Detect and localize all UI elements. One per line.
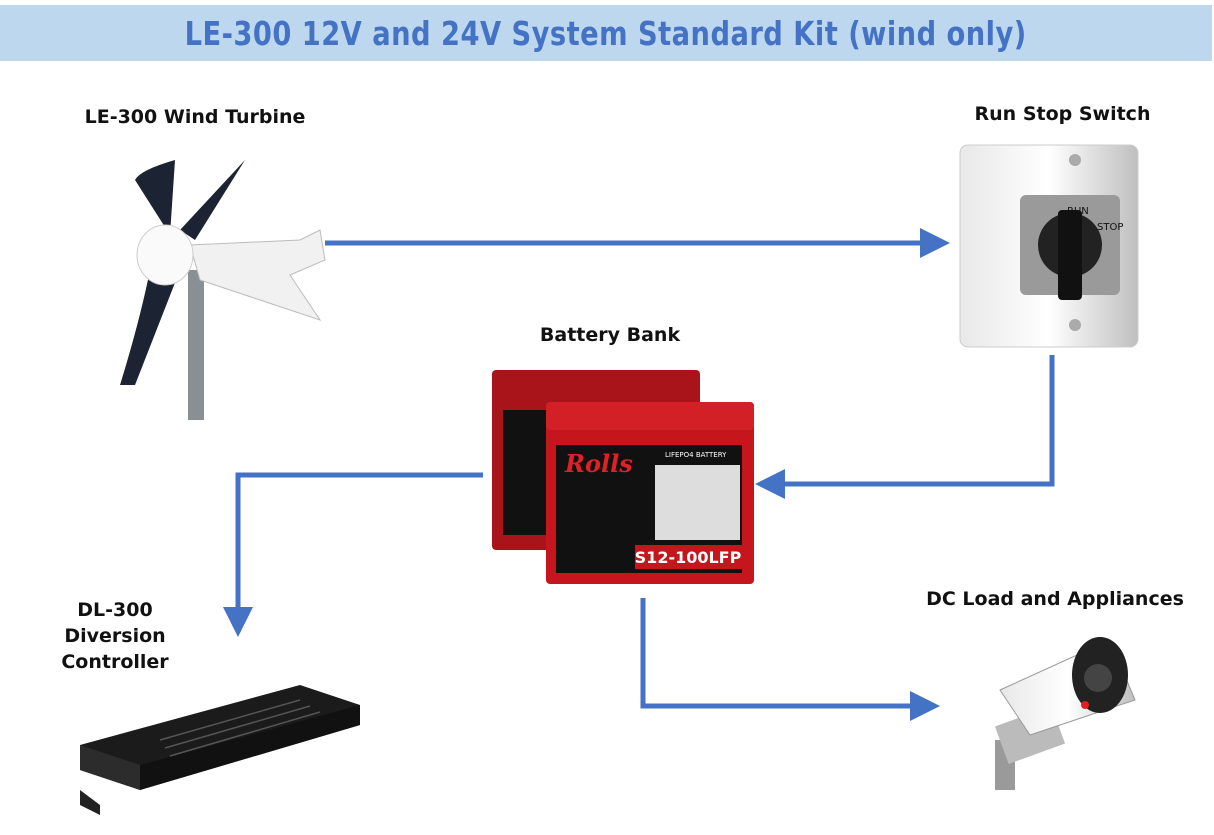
battery-label: Battery Bank [539, 324, 681, 346]
switch-run-text: RUN [1067, 206, 1089, 217]
security-camera-image [994, 637, 1136, 790]
switch-stop-text: STOP [1097, 222, 1123, 233]
controller-label-line1: DL-300 [77, 599, 153, 621]
run-stop-switch-image: RUN STOP [959, 144, 1139, 348]
diversion-controller-image [80, 685, 360, 815]
controller-label-line3: Controller [61, 651, 169, 673]
load-label: DC Load and Appliances [926, 588, 1184, 610]
arrow-switch-to-battery [755, 355, 1055, 499]
controller-label: DL-300 Diversion Controller [50, 597, 180, 675]
switch-label: Run Stop Switch [974, 103, 1151, 125]
wind-turbine-image [120, 160, 326, 420]
battery-bank-image: Rolls LIFEPO4 BATTERY S12-100LFP [492, 370, 754, 584]
arrow-battery-to-controller [223, 472, 483, 637]
battery-model-text: S12-100LFP [635, 548, 742, 567]
diagram-title: LE-300 12V and 24V System Standard Kit (… [184, 13, 1028, 53]
arrow-battery-to-load [640, 598, 940, 721]
controller-label-line2: Diversion [64, 625, 166, 647]
turbine-label: LE-300 Wind Turbine [84, 106, 306, 128]
title-bar: LE-300 12V and 24V System Standard Kit (… [0, 5, 1212, 61]
battery-type-text: LIFEPO4 BATTERY [665, 451, 727, 459]
battery-brand-text: Rolls [564, 449, 633, 478]
